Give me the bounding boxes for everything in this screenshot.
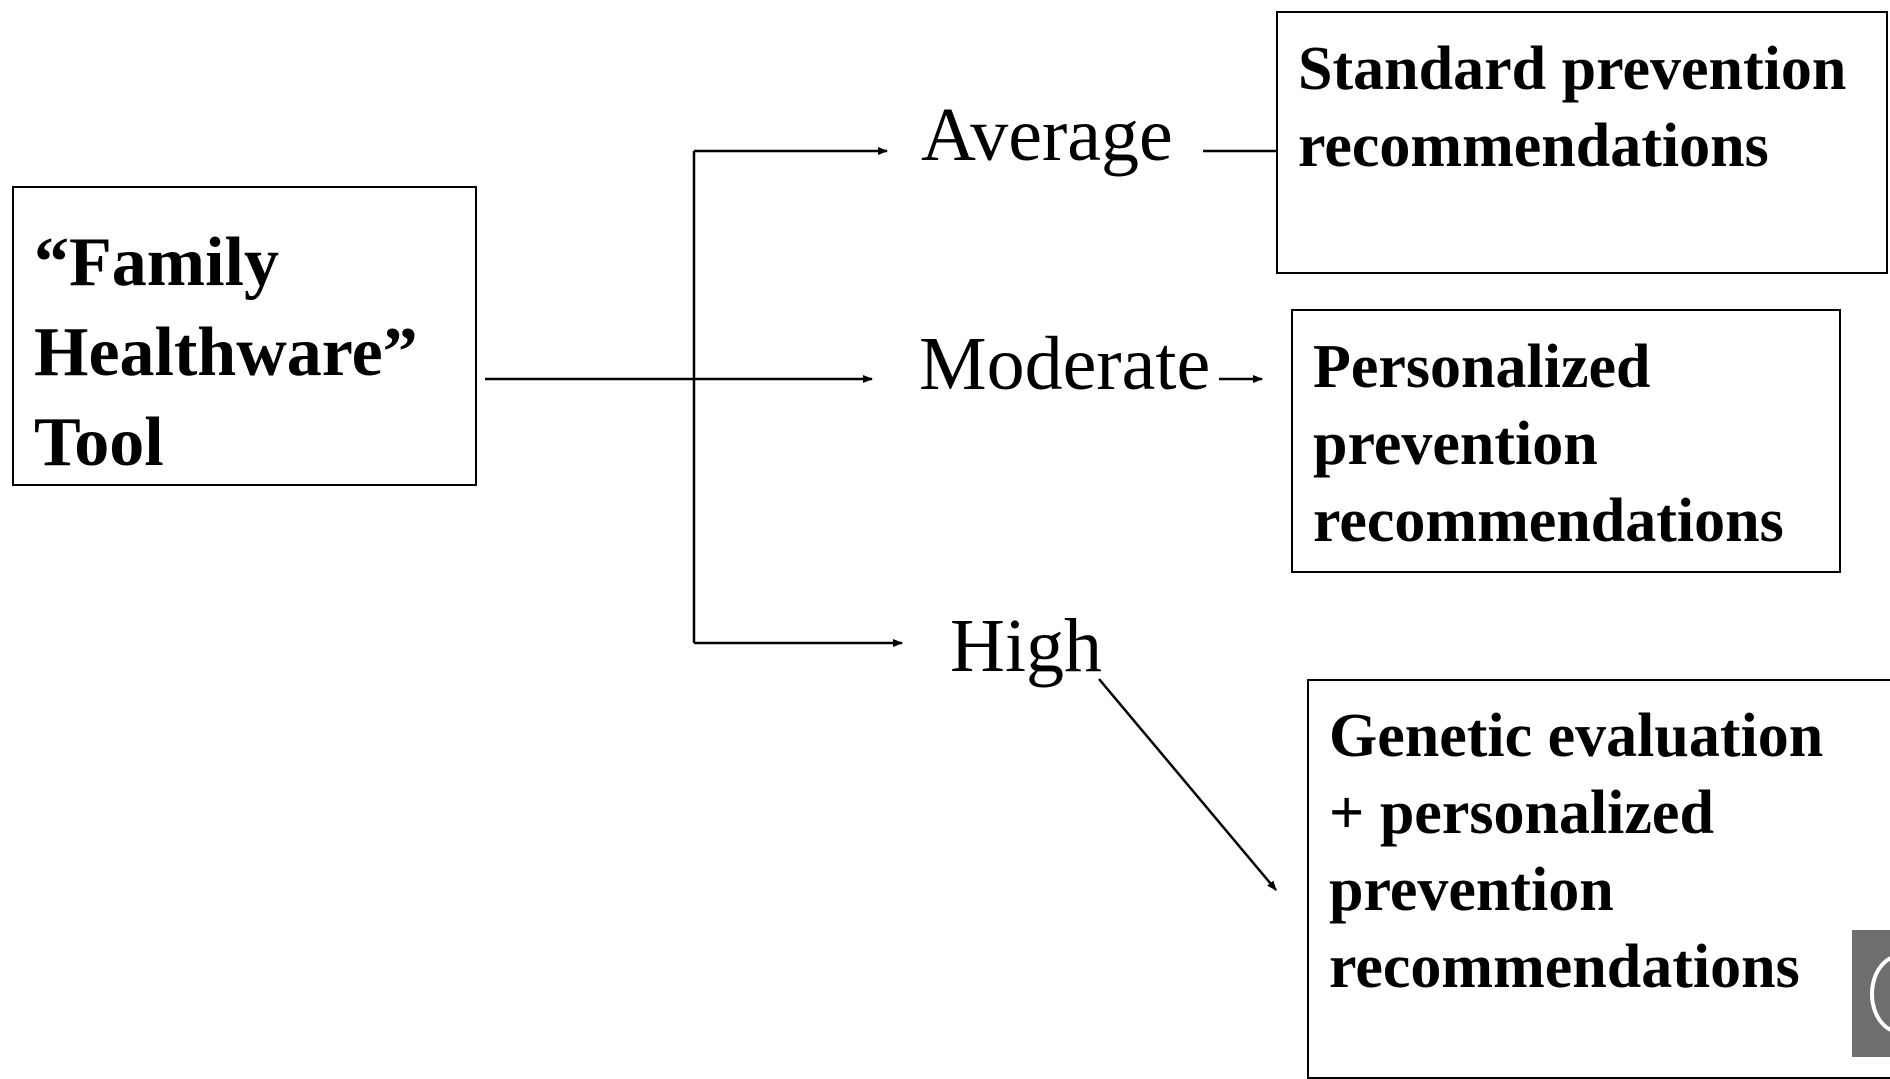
logo-arc-shape xyxy=(1870,954,1890,1034)
standard-line-1: Standard prevention xyxy=(1298,35,1847,103)
personalized-line-3: recommendations xyxy=(1313,487,1784,555)
risk-level-high: High xyxy=(950,604,1102,688)
personalized-line-2: prevention xyxy=(1313,410,1598,478)
connector-high-to-genetic xyxy=(1098,678,1277,891)
personalized-prevention-box: Personalized prevention recommendations xyxy=(1291,309,1841,573)
standard-prevention-box: Standard prevention recommendations xyxy=(1276,11,1888,274)
genetic-line-3: prevention xyxy=(1329,856,1614,924)
standard-line-2: recommendations xyxy=(1298,112,1769,180)
source-line-2: Healthware” xyxy=(34,314,418,391)
genetic-line-1: Genetic evaluation xyxy=(1329,702,1824,770)
risk-level-moderate: Moderate xyxy=(919,322,1211,406)
genetic-line-4: recommendations xyxy=(1329,933,1800,1001)
source-line-1: “Family xyxy=(34,224,279,301)
logo-corner-icon xyxy=(1852,930,1890,1057)
connector-lines xyxy=(485,147,1307,891)
source-line-3: Tool xyxy=(34,404,164,481)
family-healthware-tool-box: “Family Healthware” Tool xyxy=(12,186,477,486)
genetic-evaluation-box: Genetic evaluation + personalized preven… xyxy=(1307,679,1890,1079)
genetic-line-2: + personalized xyxy=(1329,779,1714,847)
personalized-line-1: Personalized xyxy=(1313,333,1651,401)
risk-level-average: Average xyxy=(921,93,1173,177)
